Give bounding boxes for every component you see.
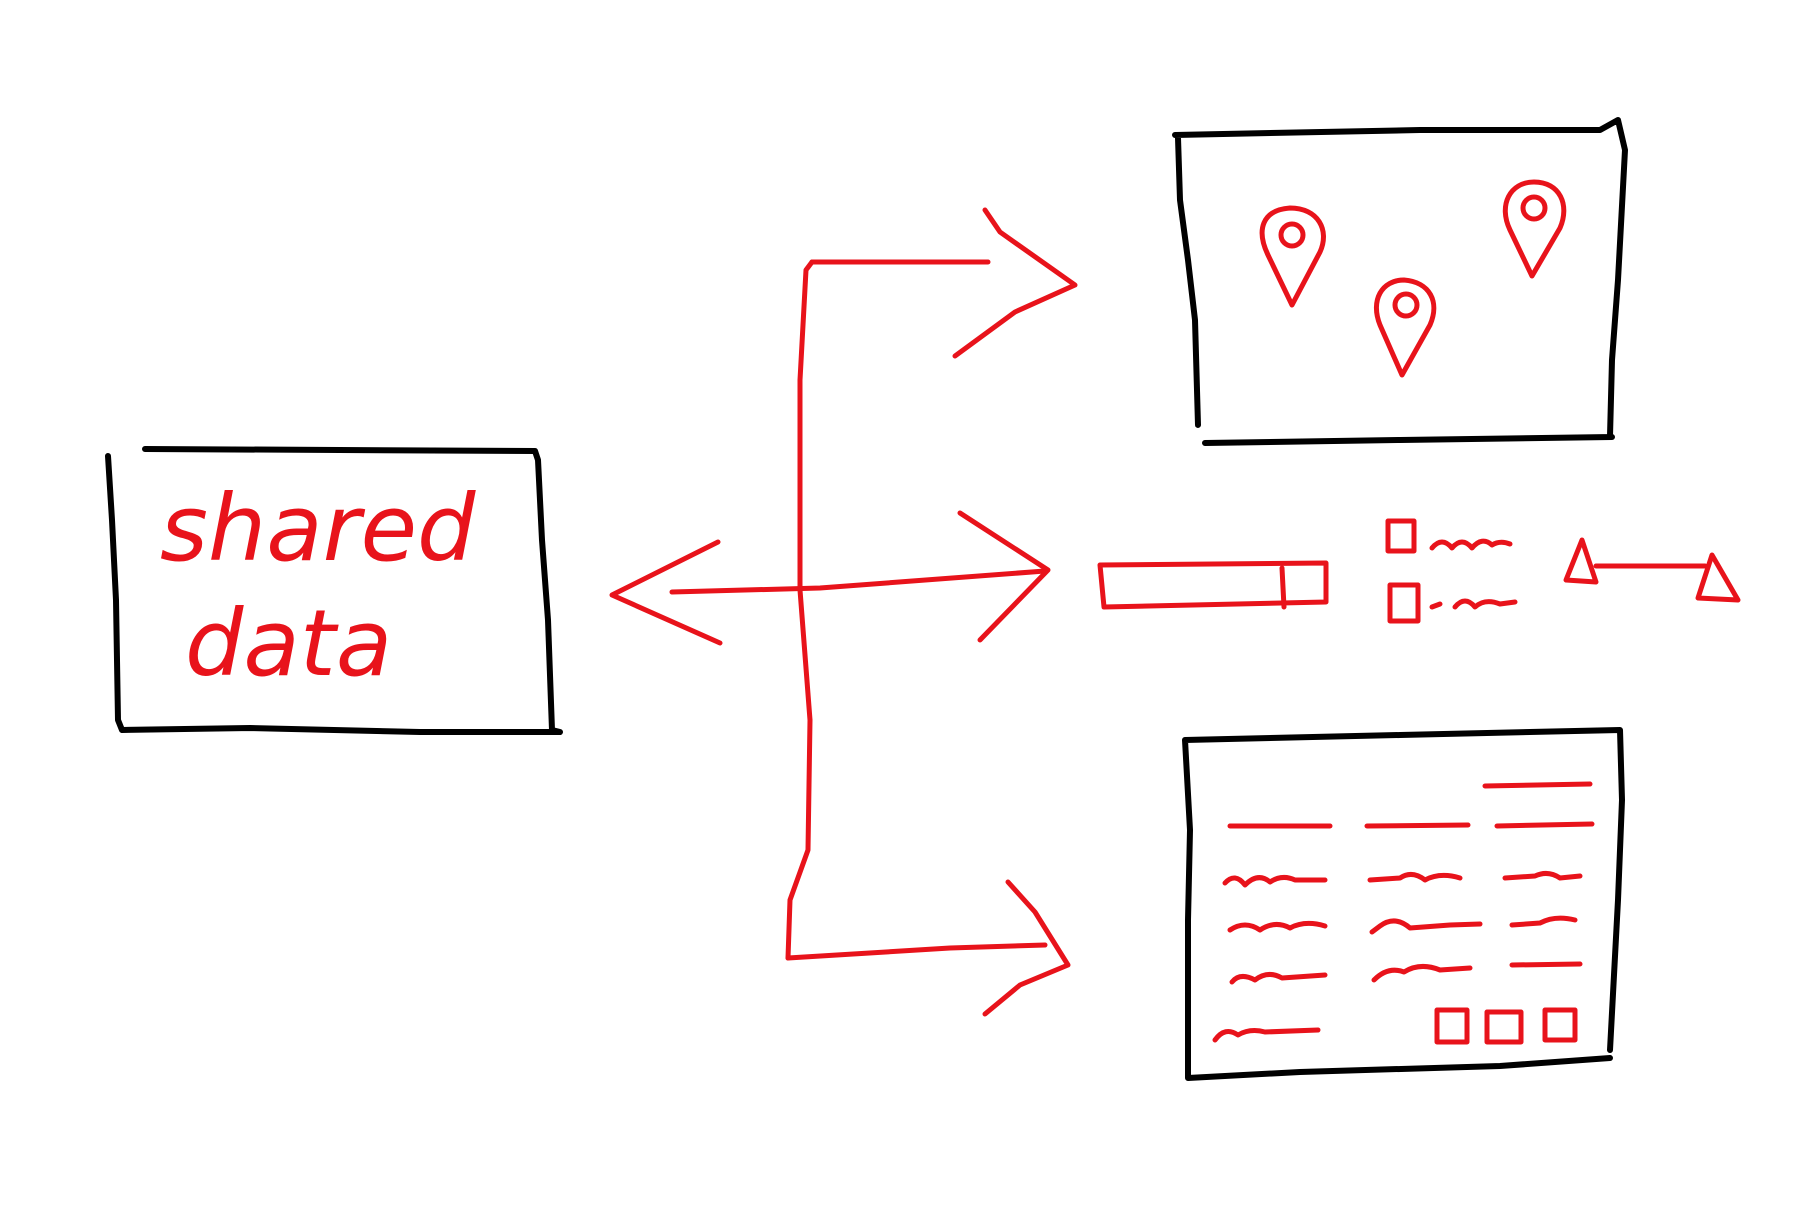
checkbox-2 (1387, 582, 1421, 624)
main-shaft (669, 568, 1048, 595)
slider-thumb-right (1695, 552, 1741, 603)
shared-data-label-line2: data (185, 590, 392, 697)
checkbox-2-label (1429, 598, 1518, 610)
branch-to-table (785, 879, 1071, 1017)
table-row-2-col1 (1227, 920, 1328, 933)
table-row-3-col1 (1229, 972, 1328, 985)
left-arrowhead (609, 539, 723, 646)
branch-bottom-arrowhead (982, 879, 1071, 1017)
table-row-2-col2 (1369, 918, 1483, 935)
table-row-3-col2 (1371, 964, 1473, 983)
pagination-button-1 (1434, 1007, 1470, 1045)
checkbox-1 (1385, 518, 1417, 554)
branch-to-map (809, 207, 1078, 359)
branch-top-arrowhead (952, 207, 1078, 359)
map-frame (1172, 117, 1628, 446)
table-row-2-col3 (1509, 915, 1578, 928)
map-view (1172, 117, 1628, 446)
map-pin-2 (1502, 179, 1567, 279)
checkbox-1-label (1429, 538, 1513, 551)
table-row-4-col1 (1212, 1027, 1321, 1043)
range-bar-handle (1279, 565, 1287, 610)
range-bar (1097, 560, 1329, 610)
middle-arrowhead (957, 510, 1051, 643)
pagination-button-3 (1542, 1007, 1578, 1043)
table-row-1-col3 (1502, 870, 1583, 881)
map-pin-3 (1373, 277, 1437, 378)
slider-thumb-left (1563, 537, 1599, 585)
table-row-3-col3 (1509, 961, 1583, 968)
table-header-top (1482, 781, 1593, 789)
link-arrow (609, 510, 1051, 646)
table-row-1-col2 (1367, 872, 1463, 883)
table-view (1182, 727, 1625, 1081)
table-frame (1182, 727, 1625, 1081)
branch-trunk (785, 259, 815, 961)
table-row-1-col1 (1222, 874, 1328, 888)
table-header-col2 (1364, 822, 1471, 829)
pagination-button-2 (1484, 1009, 1524, 1045)
table-header-col3 (1494, 821, 1595, 829)
controls-view (1097, 518, 1741, 624)
map-pin-1 (1259, 205, 1326, 308)
branch-bottom-shaft (785, 942, 1048, 961)
shared-data-frame (105, 446, 563, 735)
shared-data-box: shared data (105, 446, 563, 735)
shared-data-label-line1: shared (160, 475, 476, 582)
